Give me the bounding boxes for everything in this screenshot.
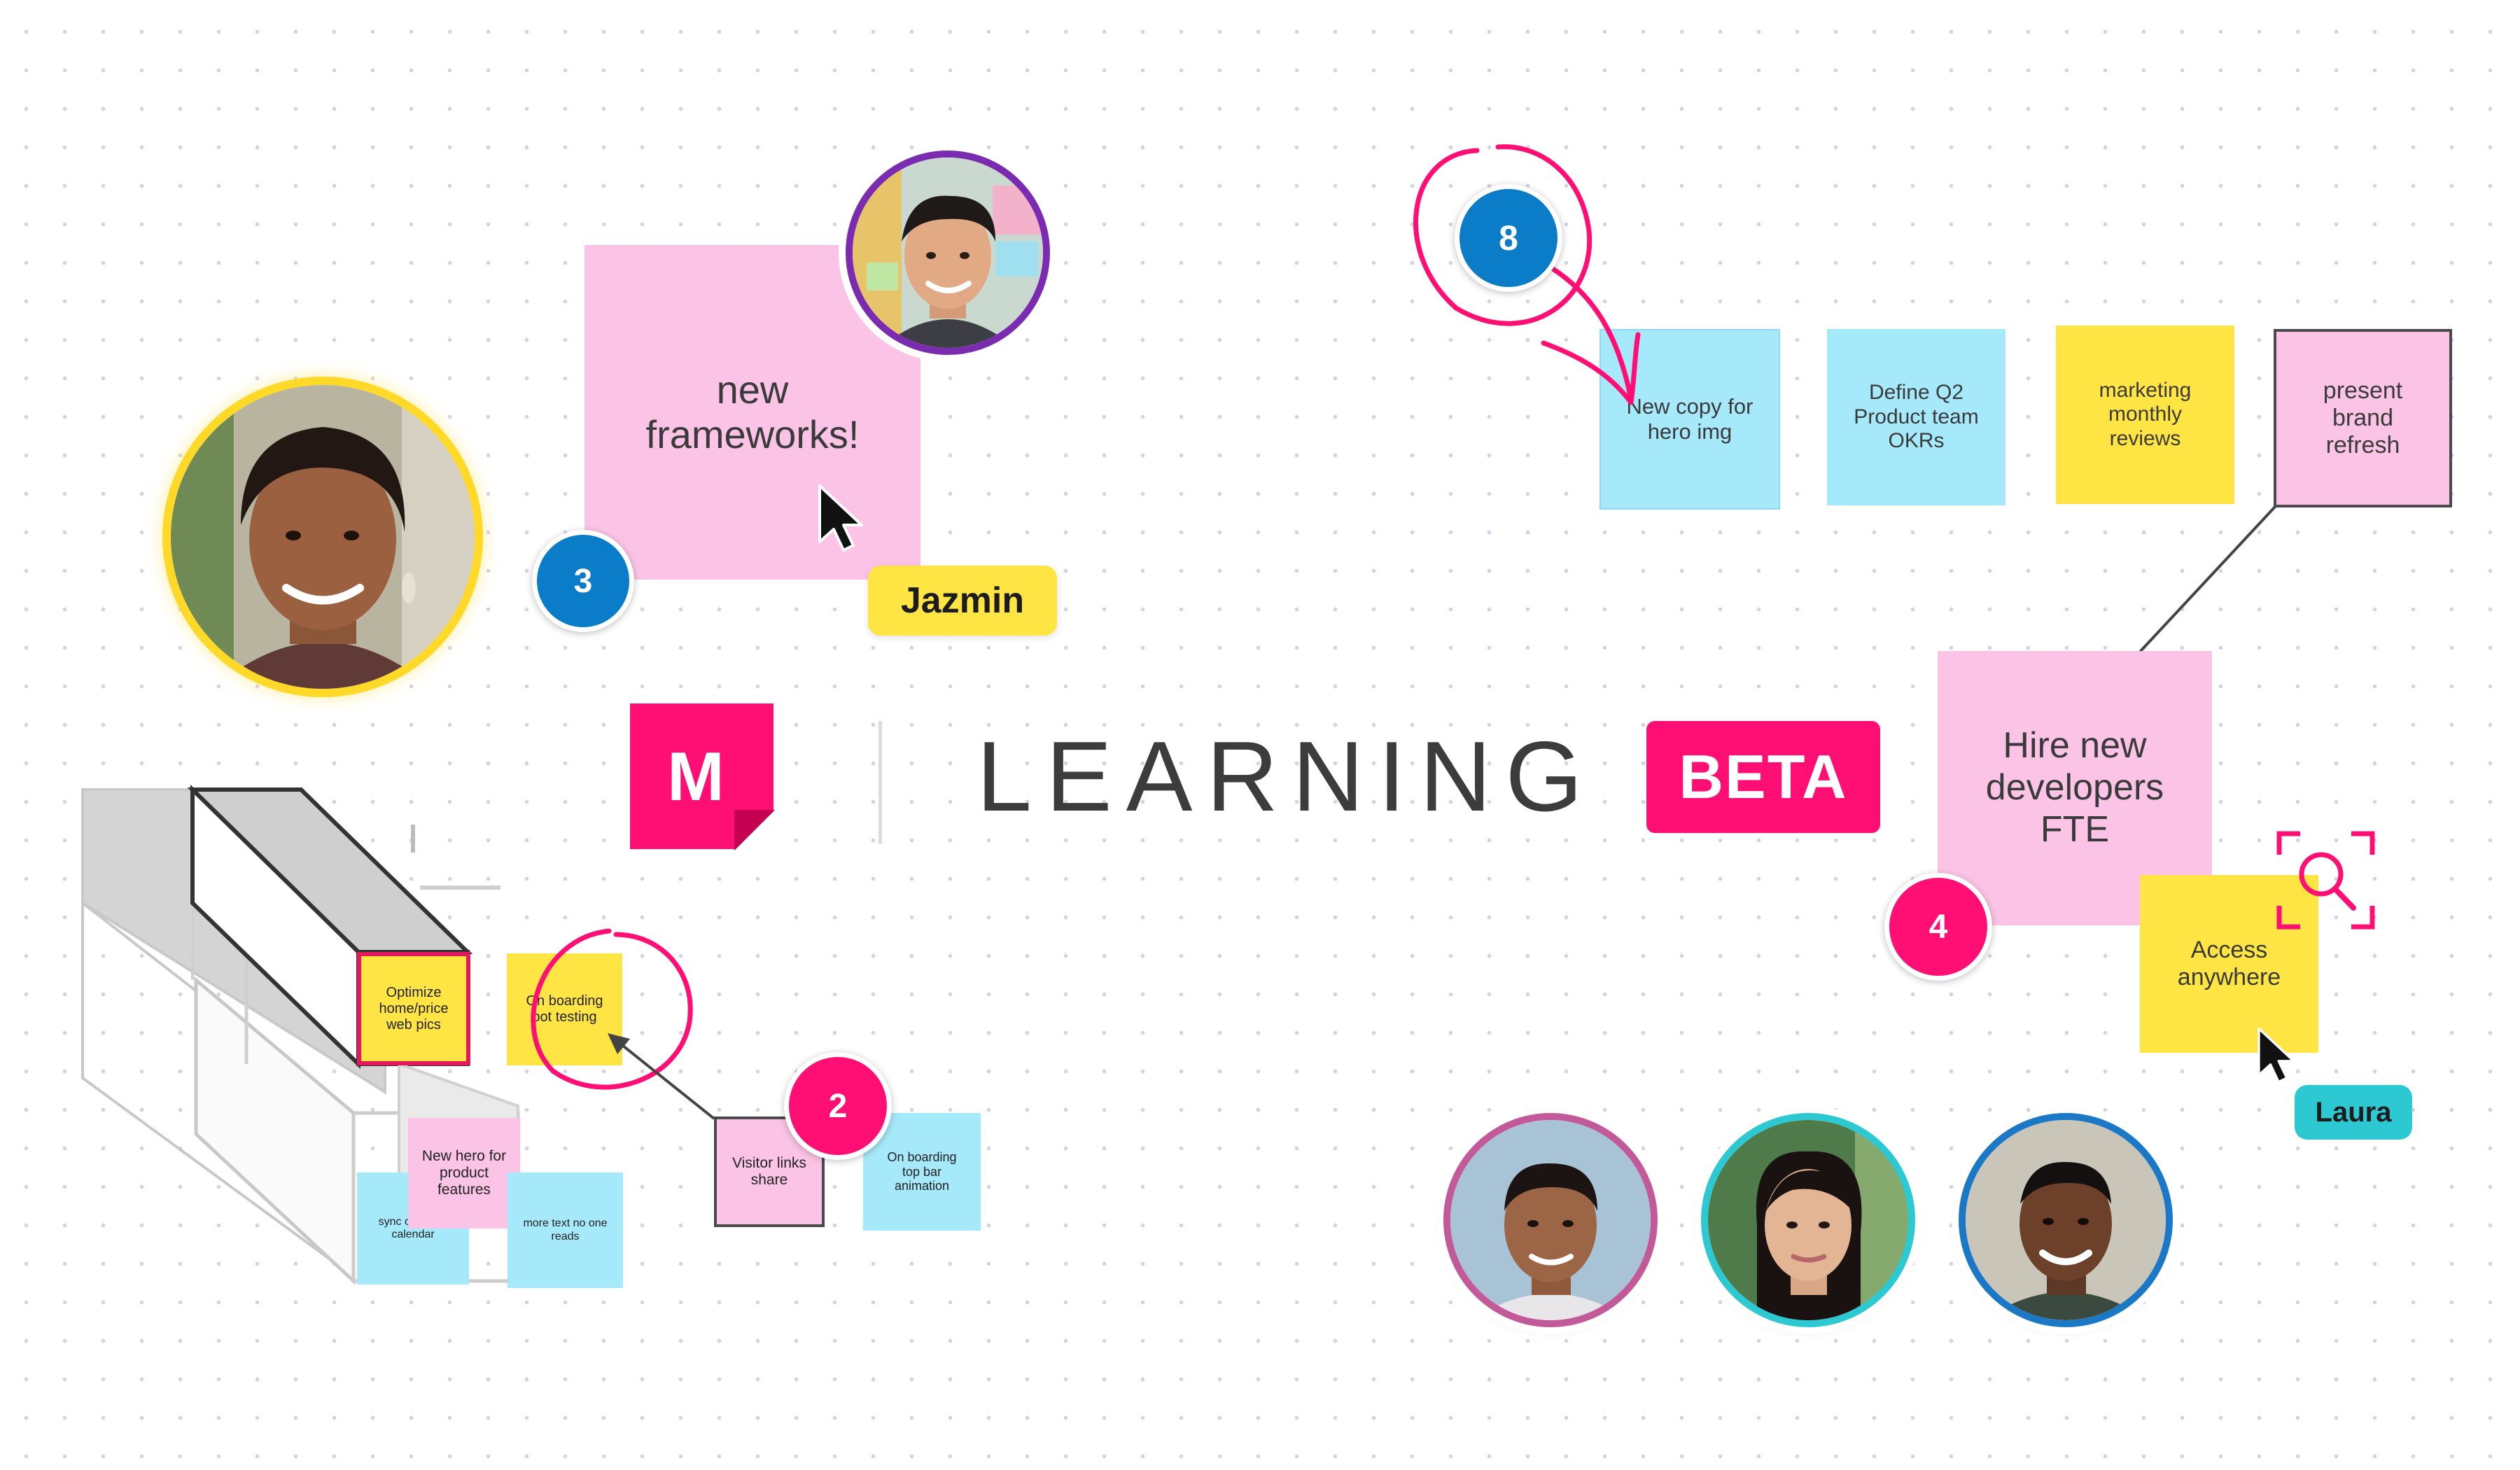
sticky-note-text: On boarding bot testing [526,993,603,1025]
sticky-note-new-copy[interactable]: New copy for hero img [1600,329,1780,510]
comment-count-badge[interactable]: 2 [784,1052,892,1160]
user-avatar-2[interactable] [1701,1113,1915,1327]
comment-count-badge[interactable]: 8 [1455,184,1562,292]
sticky-note-text: new frameworks! [645,367,860,456]
search-focus-icon[interactable] [2275,830,2376,931]
sticky-note-text: Hire new developers FTE [1985,725,2164,850]
cursor-icon [818,484,863,552]
sticky-note-more-text[interactable]: more text no one reads [507,1172,623,1288]
cursor-label-laura: Laura [2295,1085,2412,1140]
badge-number: 3 [573,562,593,600]
cursor-icon [2258,1027,2295,1084]
sticky-note-optimize[interactable]: Optimize home/price web pics [357,952,470,1065]
sticky-note-text: Visitor links share [732,1154,806,1188]
sticky-note-text: New copy for hero img [1626,394,1754,444]
sticky-note-text: present brand refresh [2323,377,2403,459]
sticky-note-text: marketing monthly reviews [2099,378,2192,450]
avatar-man-icon [1966,1120,2166,1320]
sticky-note-text: On boarding top bar animation [887,1149,957,1194]
cursor-label-text: Jazmin [900,580,1025,621]
logo-fold-icon [734,810,775,850]
sticky-note-marketing[interactable]: marketing monthly reviews [2056,326,2234,504]
sticky-note-onboarding-bot[interactable]: On boarding bot testing [507,953,622,1065]
sticky-note-text: Access anywhere [2177,936,2281,990]
product-title: LEARNING [976,721,1597,832]
beta-badge: BETA [1646,721,1880,833]
beta-badge-text: BETA [1679,742,1848,811]
badge-number: 2 [828,1087,848,1125]
sticky-note-text: Define Q2 Product team OKRs [1854,381,1979,453]
sticky-note-onboarding-topbar[interactable]: On boarding top bar animation [863,1113,981,1231]
sticky-note-text: New hero for product features [421,1147,507,1198]
user-avatar-3[interactable] [1959,1113,2173,1327]
cursor-label-text: Laura [2315,1096,2392,1128]
logo-letter: M [667,737,724,815]
sticky-note-new-hero[interactable]: New hero for product features [408,1118,520,1228]
cursor-label-jazmin: Jazmin [868,566,1057,636]
sticky-note-access-anywhere[interactable]: Access anywhere [2140,875,2318,1053]
avatar-man-icon [1450,1120,1651,1320]
badge-number: 8 [1499,218,1518,258]
comment-count-badge[interactable]: 3 [532,530,634,632]
sticky-note-define-q2[interactable]: Define Q2 Product team OKRs [1827,329,2005,505]
brand-logo[interactable]: M [630,704,775,850]
sticky-note-present-brand[interactable]: present brand refresh [2274,329,2452,507]
user-avatar-1[interactable] [1443,1113,1658,1327]
badge-number: 4 [1928,908,1948,946]
avatar-woman-icon [1708,1120,1908,1320]
sticky-note-text: more text no one reads [523,1217,608,1242]
comment-count-badge[interactable]: 4 [1884,873,1992,981]
sticky-note-text: Optimize home/price web pics [379,984,449,1032]
brand-divider [878,721,882,844]
